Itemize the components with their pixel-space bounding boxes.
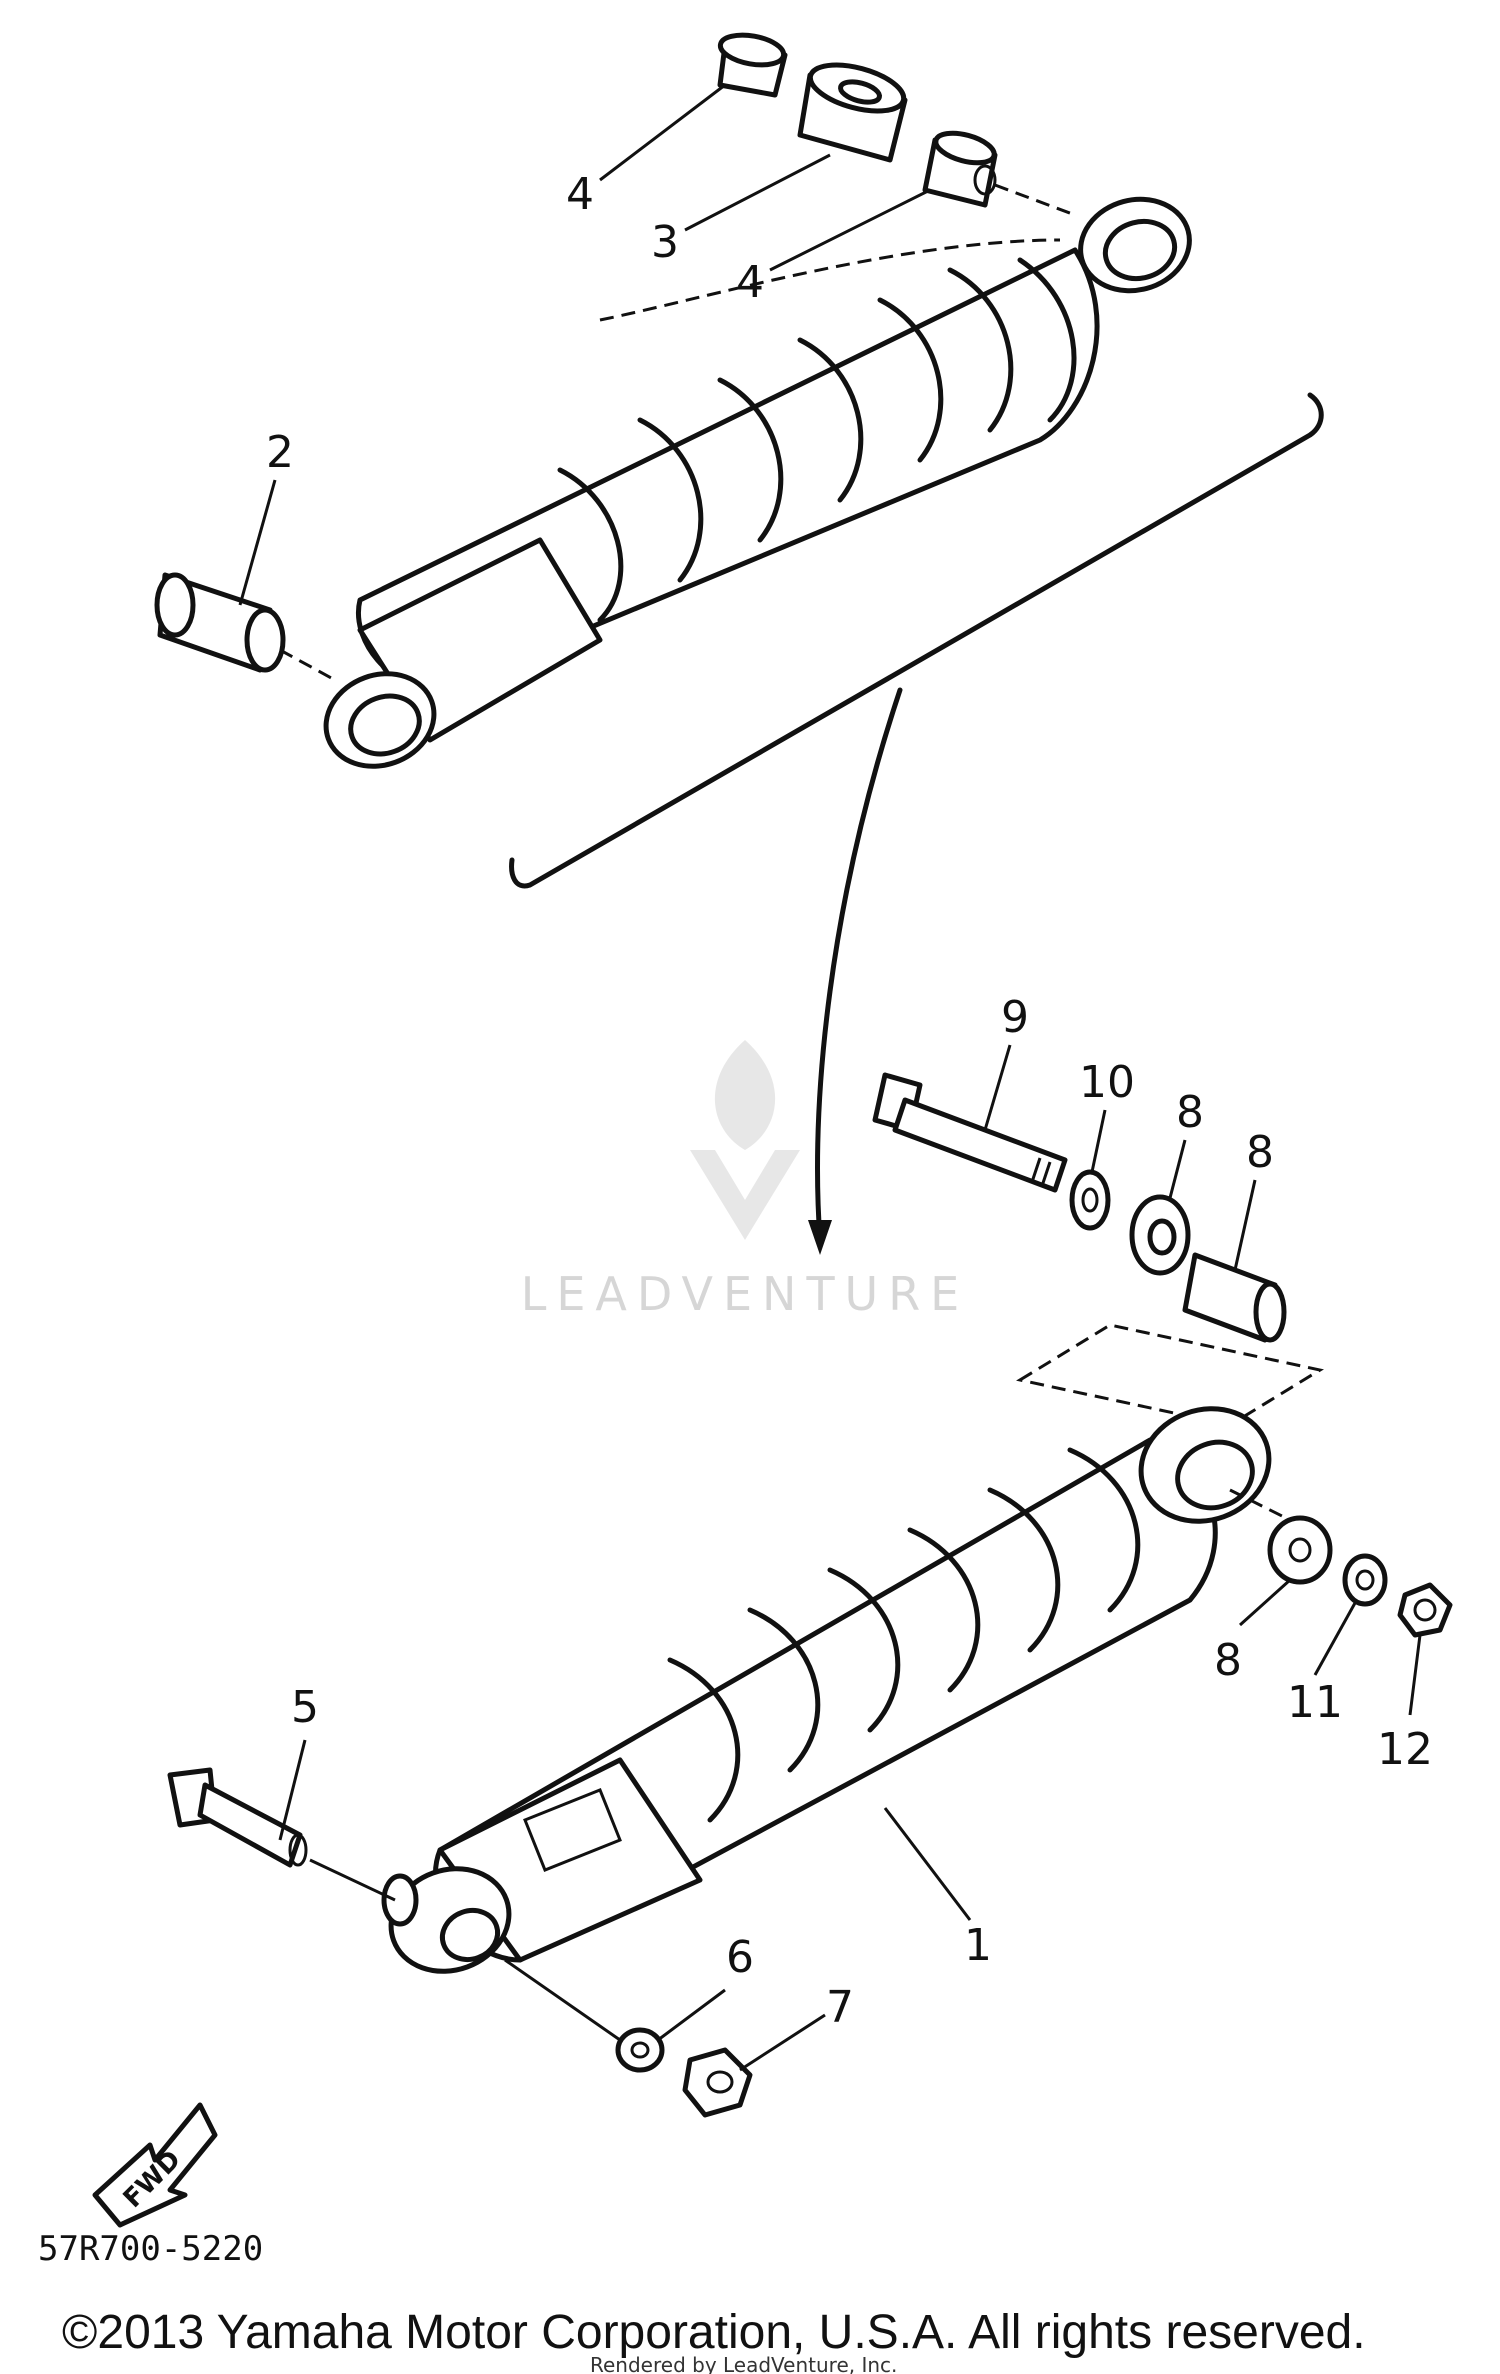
upper-shock-assembly (154, 32, 1192, 769)
callout-part-8-lower: 8 (1214, 1635, 1242, 1686)
callout-part-11: 10 (1079, 1057, 1135, 1108)
nut-part-13 (1397, 1582, 1453, 1638)
collar-part-9 (1182, 1252, 1287, 1343)
washer-part-11 (1069, 1169, 1111, 1231)
seal-part-8-lower (1267, 1515, 1333, 1585)
callout-part-1: 1 (964, 1920, 992, 1971)
lower-shock-body (381, 1406, 1291, 1974)
callout-part-9: 8 (1246, 1127, 1274, 1178)
callout-part-3: 3 (651, 217, 679, 268)
callout-part-13: 12 (1377, 1724, 1433, 1775)
alignment-guide (1016, 1323, 1324, 1427)
lower-shock-assembly (167, 1072, 1453, 2118)
bushing-part-4-top (717, 32, 788, 98)
callout-part-5: 5 (291, 1682, 319, 1733)
bolt-part-10 (872, 1072, 1068, 1193)
callout-part-7: 7 (826, 1982, 854, 2033)
callout-part-8-upper: 8 (1176, 1087, 1204, 1138)
copyright-notice: ©2013 Yamaha Motor Corporation, U.S.A. A… (62, 2306, 1366, 2359)
nut-part-7 (682, 2047, 753, 2118)
callout-part-4-top: 4 (566, 169, 594, 220)
collar-part-3 (797, 62, 908, 163)
callout-part-2: 2 (266, 427, 294, 478)
section-bracket (509, 392, 1324, 1255)
diagram-code: 57R700-5220 (38, 2229, 263, 2269)
callout-labels: 4 3 4 2 9 10 8 8 5 1 6 7 8 11 12 (266, 169, 1433, 2033)
seal-part-8-upper (1129, 1194, 1191, 1276)
washer-part-6 (615, 2027, 665, 2073)
callout-part-4-lower: 4 (736, 257, 764, 308)
rendered-by-note: Rendered by LeadVenture, Inc. (590, 2353, 897, 2374)
bushing-part-4-lower (922, 130, 998, 208)
callout-part-6: 6 (726, 1932, 754, 1983)
washer-part-12 (1342, 1553, 1388, 1607)
watermark: LEADVENTURE (521, 1040, 970, 1321)
collar-part-2 (154, 572, 286, 673)
leader-lines (238, 83, 1422, 2072)
bolt-part-5 (167, 1767, 308, 1868)
callout-part-10: 9 (1001, 992, 1029, 1043)
callout-part-12: 11 (1287, 1677, 1343, 1728)
watermark-text: LEADVENTURE (521, 1267, 970, 1321)
upper-shock-bottom-eye (323, 671, 437, 769)
forward-direction-arrow: FWD (92, 2102, 218, 2228)
